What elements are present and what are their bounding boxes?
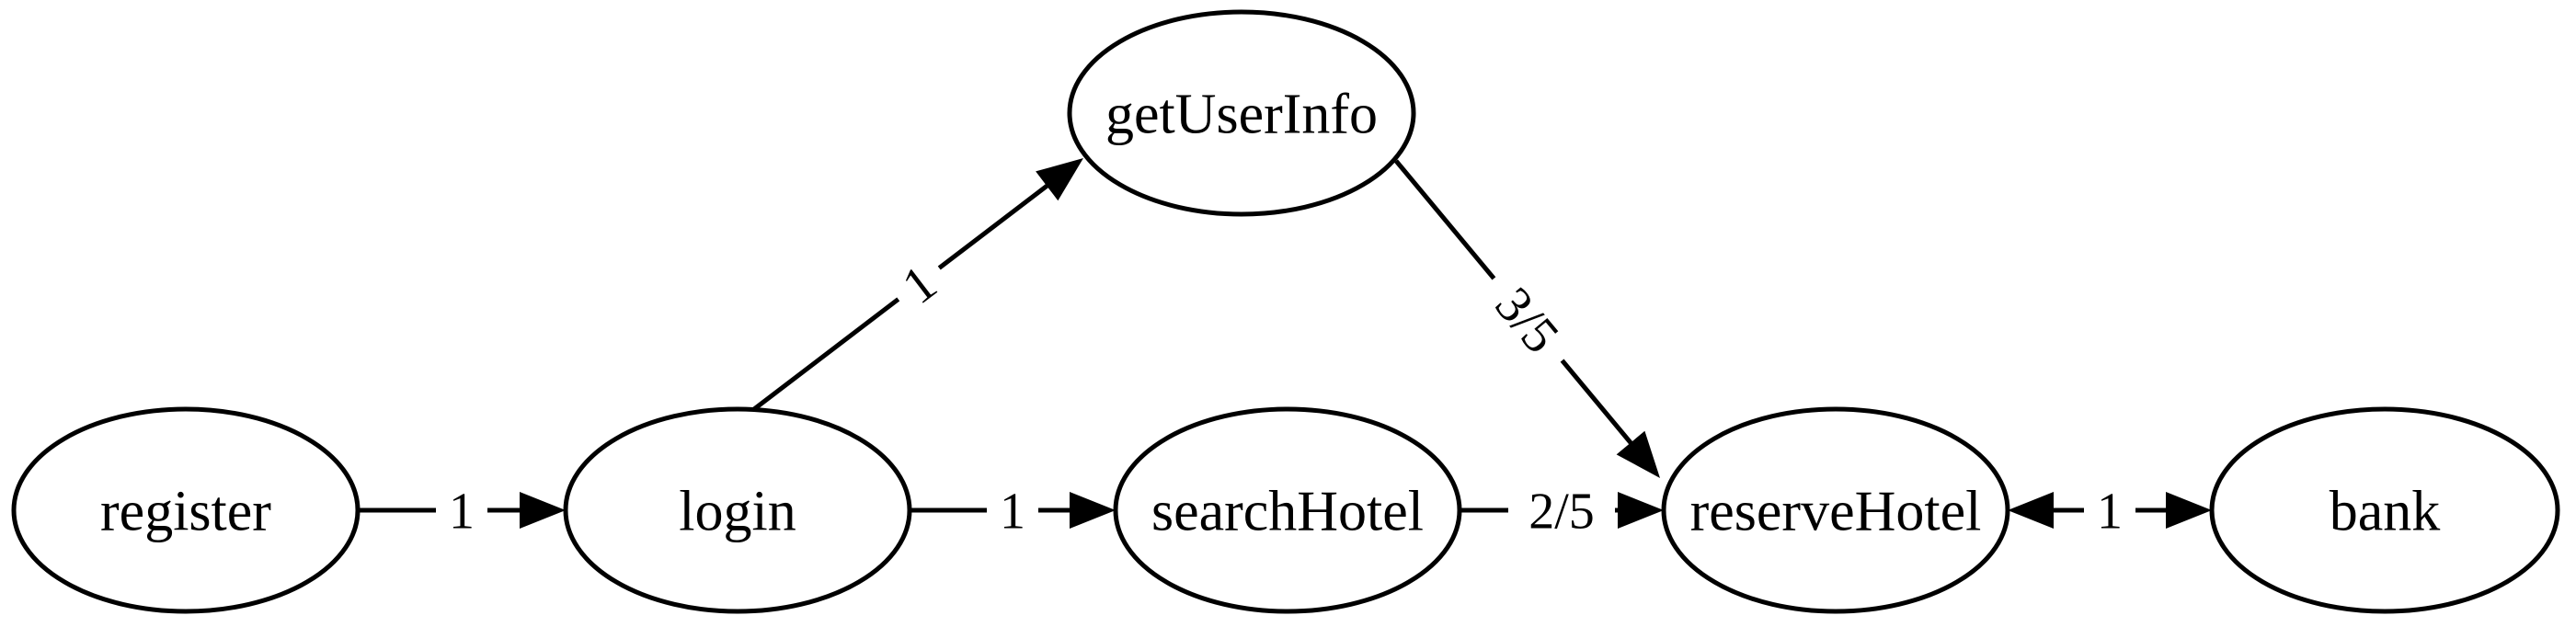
edge-login-getUserInfo-label-bg bbox=[880, 245, 957, 323]
edge-getUserInfo-reserveHotel-label-bg bbox=[1471, 260, 1585, 379]
edge-reserveHotel-bank-label-bg bbox=[2084, 482, 2135, 539]
edge-reserveHotel-bank-arrowhead-start-icon bbox=[2008, 492, 2054, 529]
node-register-label: register bbox=[100, 481, 271, 543]
node-searchHotel: searchHotel bbox=[1113, 406, 1462, 614]
node-bank: bank bbox=[2209, 406, 2560, 614]
node-getUserInfo: getUserInfo bbox=[1067, 9, 1416, 217]
edge-register-login-arrowhead-icon bbox=[520, 492, 566, 529]
node-searchHotel-label: searchHotel bbox=[1151, 481, 1424, 543]
edge-login-searchHotel-label-bg bbox=[987, 482, 1038, 539]
node-bank-label: bank bbox=[2330, 481, 2441, 543]
edge-login-getUserInfo-arrowhead-icon bbox=[1036, 158, 1083, 201]
nodes-layer: register login getUserInfo searchHotel reser… bbox=[11, 9, 2560, 614]
edge-register-login-label: 1 bbox=[449, 484, 475, 541]
node-getUserInfo-shape bbox=[1067, 9, 1416, 217]
edge-getUserInfo-reserveHotel-arrowhead-icon bbox=[1616, 430, 1660, 478]
node-login-label: login bbox=[679, 481, 796, 543]
edge-reserveHotel-bank-label: 1 bbox=[2097, 484, 2123, 541]
arrowheads-layer bbox=[520, 158, 2212, 529]
edge-login-getUserInfo-label-group: 1 bbox=[880, 245, 957, 323]
edge-getUserInfo-reserveHotel-label-group: 3/5 bbox=[1471, 260, 1585, 379]
edge-reserveHotel-bank-arrowhead-icon bbox=[2166, 492, 2212, 529]
edge-register-login-label-group: 1 bbox=[436, 482, 487, 541]
edge-register-login-label-bg bbox=[436, 482, 487, 539]
edge-reserveHotel-bank-label-group: 1 bbox=[2084, 482, 2135, 541]
edge-searchHotel-reserveHotel-label-group: 2/5 bbox=[1508, 482, 1615, 541]
edge-login-searchHotel-arrowhead-icon bbox=[1070, 492, 1116, 529]
edge-searchHotel-reserveHotel-arrowhead-icon bbox=[1618, 492, 1664, 529]
node-register: register bbox=[11, 406, 361, 614]
node-login: login bbox=[563, 406, 912, 614]
node-reserveHotel-label: reserveHotel bbox=[1690, 481, 1982, 543]
edge-login-searchHotel-label: 1 bbox=[1000, 484, 1025, 541]
node-reserveHotel: reserveHotel bbox=[1661, 406, 2010, 614]
edge-searchHotel-reserveHotel-label-bg bbox=[1508, 482, 1615, 539]
edge-searchHotel-reserveHotel-label: 2/5 bbox=[1528, 484, 1595, 541]
edge-labels-layer: 1 1 2/5 1 1 3/5 bbox=[436, 245, 2135, 541]
node-getUserInfo-label: getUserInfo bbox=[1105, 84, 1378, 146]
edge-login-searchHotel-label-group: 1 bbox=[987, 482, 1038, 541]
